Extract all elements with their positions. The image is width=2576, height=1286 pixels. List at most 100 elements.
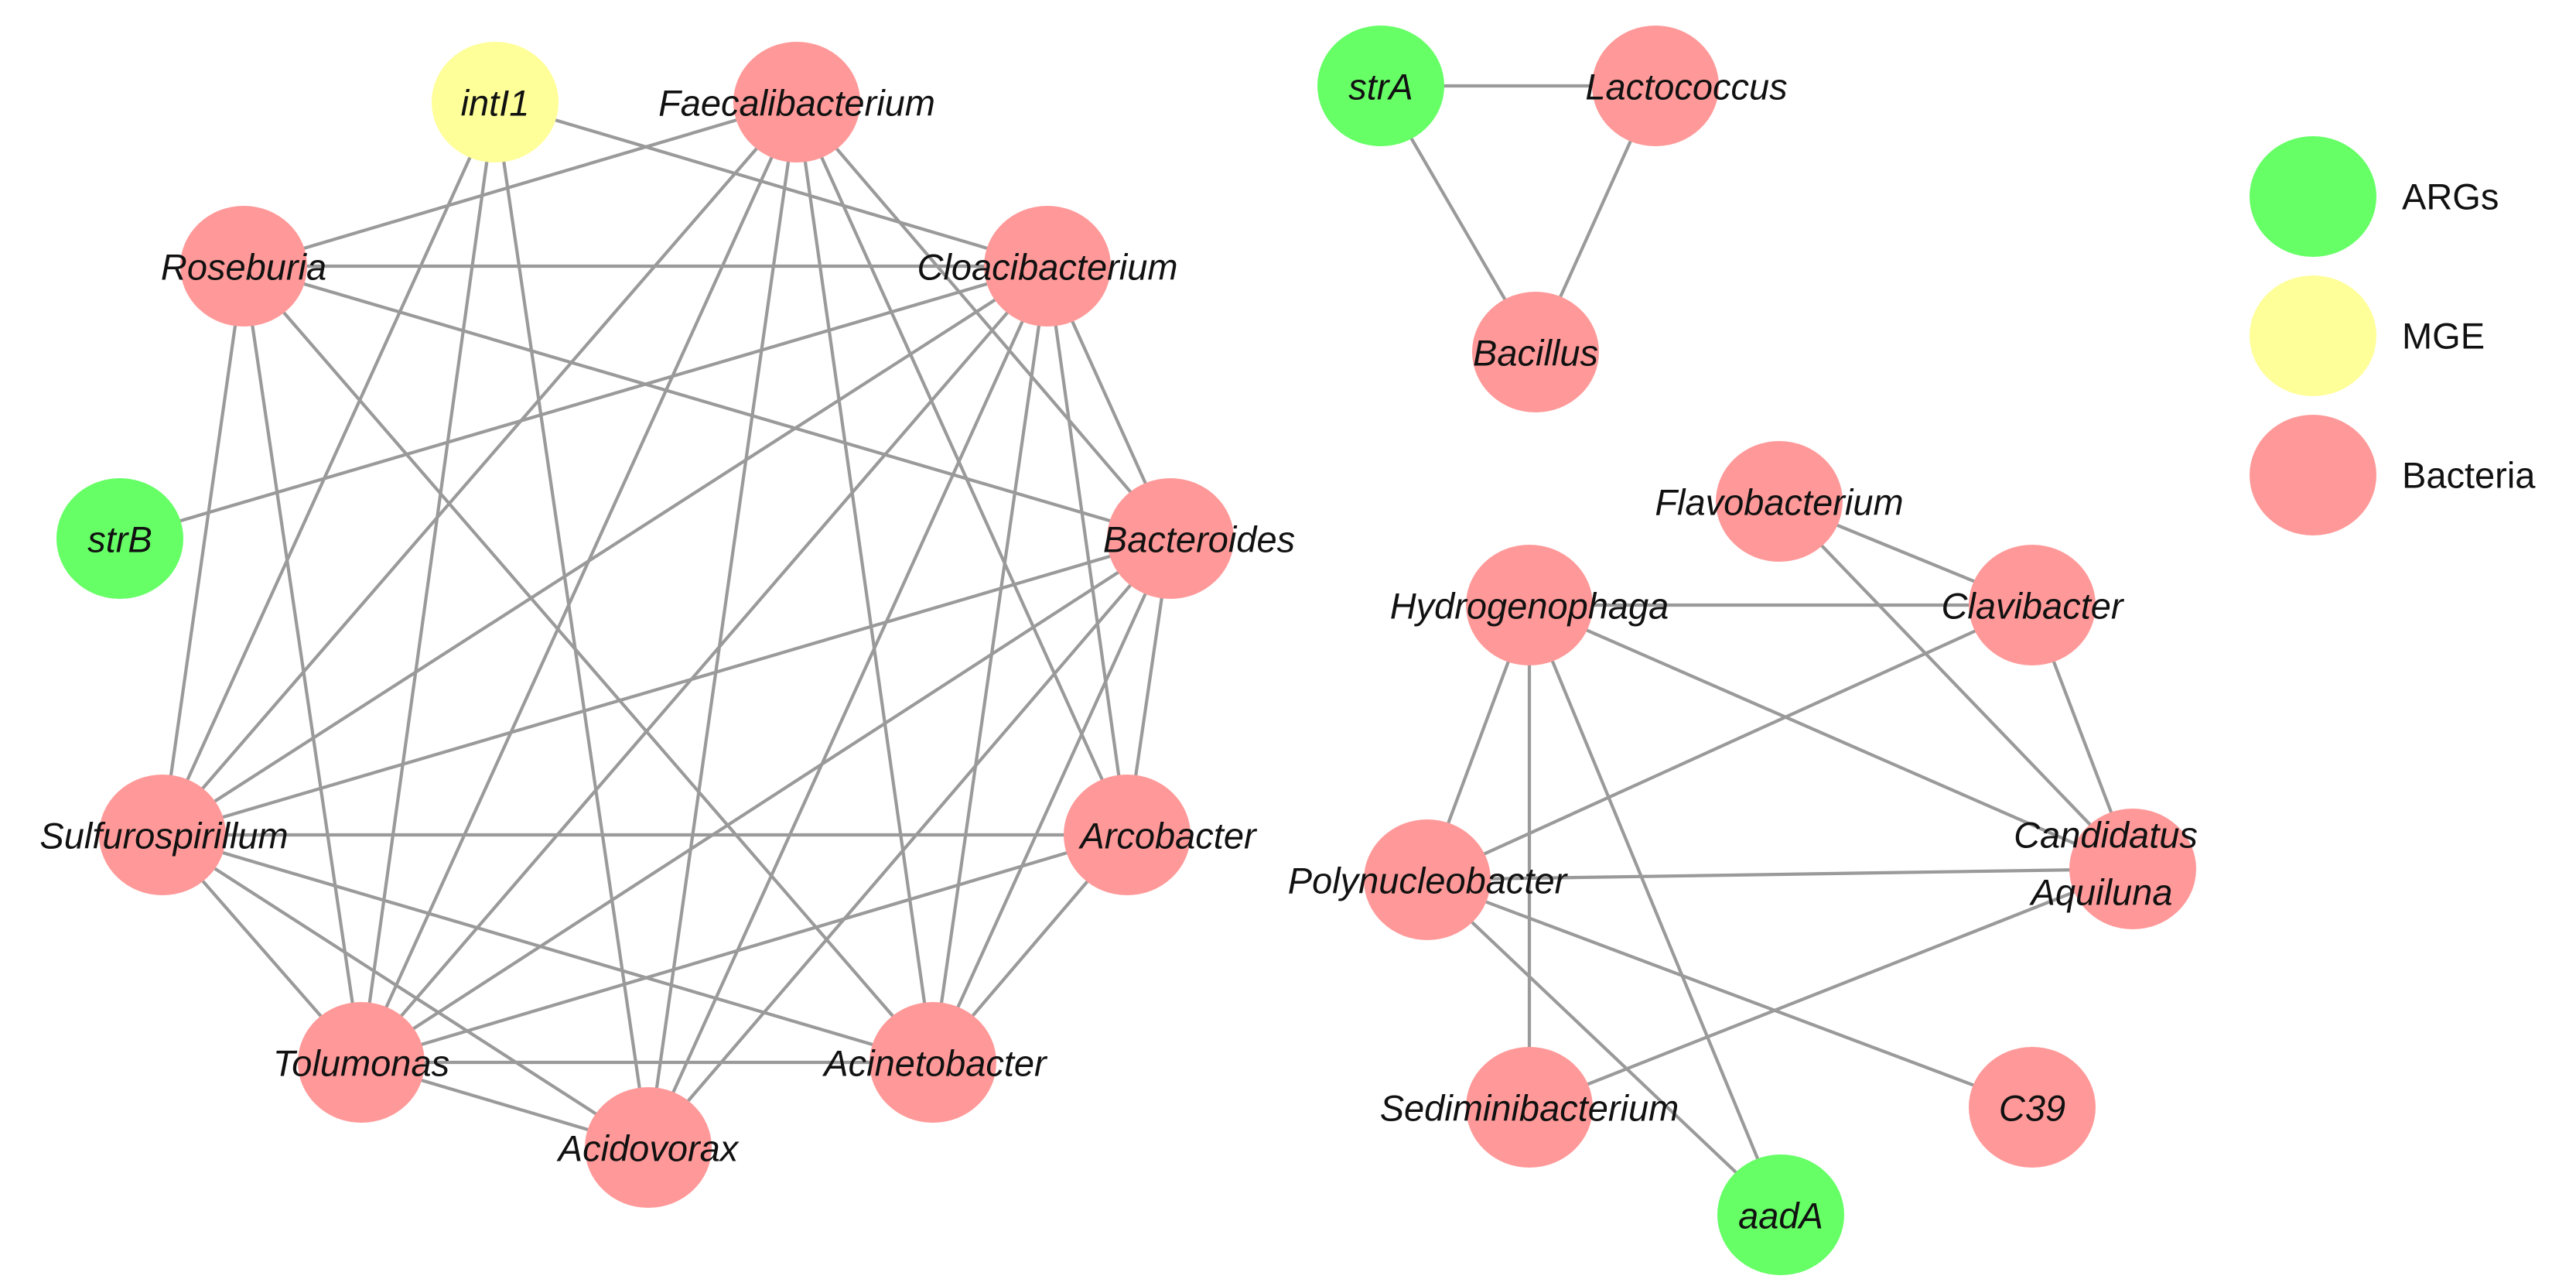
edge-polynucleobacter-c39 [1426, 878, 2033, 1109]
node-label-arcobacter: Arcobacter [1078, 815, 1258, 856]
node-flavobacterium [1716, 441, 1843, 562]
node-label-acidovorax: Acidovorax [556, 1127, 740, 1168]
legend-swatch-bacteria [2250, 415, 2376, 535]
node-clavibacter [1969, 545, 2096, 665]
edge-cloacibacterium-tolumonas [360, 265, 1049, 1064]
node-hydrogenophaga [1466, 545, 1593, 665]
node-label-tolumonas: Tolumonas [273, 1042, 449, 1083]
edge-cloacibacterium-arcobacter [1045, 265, 1129, 836]
node-label-sediminibacterium: Sediminibacterium [1380, 1087, 1679, 1128]
edge-polynucleobacter-candidatus [1426, 867, 2134, 882]
node-label-candidatus-1: Candidatus [2014, 814, 2198, 855]
node-c39 [1969, 1047, 2096, 1168]
node-acidovorax [585, 1087, 712, 1208]
node-label-faecalibacterium: Faecalibacterium [658, 82, 935, 123]
edge-sulfurospirillum-acinetobacter [162, 833, 934, 1065]
node-circle-faecalibacterium [733, 42, 860, 162]
node-label-roseburia: Roseburia [161, 246, 326, 287]
edge-cloacibacterium-sulfurospirillum [161, 265, 1049, 836]
edge-bacteroides-acinetobacter [931, 538, 1172, 1063]
node-circle-hydrogenophaga [1466, 545, 1593, 665]
node-sulfurospirillum [99, 775, 226, 895]
node-polynucleobacter [1364, 819, 1491, 940]
node-strA [1317, 26, 1444, 146]
node-circle-bacillus [1472, 292, 1599, 412]
edge-intI1-sulfurospirillum [161, 101, 497, 836]
node-label-polynucleobacter: Polynucleobacter [1288, 860, 1569, 901]
node-strB [56, 478, 183, 599]
node-circle-strA [1317, 26, 1444, 146]
node-label-bacillus: Bacillus [1473, 332, 1598, 373]
legend-label-bacteria: Bacteria [2402, 454, 2536, 495]
node-label-sulfurospirillum: Sulfurospirillum [39, 815, 288, 856]
node-circle-sulfurospirillum [99, 775, 226, 895]
node-faecalibacterium [733, 42, 860, 162]
node-circle-acinetobacter [869, 1002, 996, 1123]
node-label-lactococcus: Lactococcus [1585, 66, 1787, 107]
edge-cloacibacterium-strB [119, 264, 1048, 541]
node-sediminibacterium [1466, 1047, 1593, 1168]
node-circle-bacteroides [1107, 478, 1234, 599]
node-bacillus [1472, 292, 1599, 412]
edge-roseburia-acinetobacter [242, 265, 934, 1064]
edge-bacteroides-acidovorax [647, 537, 1172, 1149]
legend-label-arg: ARGs [2402, 176, 2499, 217]
legend-swatch-arg [2250, 136, 2376, 257]
edge-arcobacter-tolumonas [360, 833, 1128, 1065]
node-candidatus [2069, 809, 2196, 929]
node-cloacibacterium [984, 206, 1111, 327]
edge-cloacibacterium-acinetobacter [931, 265, 1050, 1063]
node-lactococcus [1592, 26, 1719, 146]
edge-hydrogenophaga-aadA [1528, 604, 1782, 1216]
edge-faecalibacterium-arcobacter [795, 101, 1129, 836]
edge-bacteroides-sulfurospirillum [162, 536, 1171, 837]
node-circle-intI1 [432, 42, 559, 162]
node-circle-arcobacter [1064, 775, 1191, 895]
edge-intI1-cloacibacterium [494, 100, 1048, 268]
node-bacteroides [1107, 478, 1234, 599]
node-circle-cloacibacterium [984, 206, 1111, 327]
edge-clavibacter-polynucleobacter [1426, 604, 2033, 881]
edge-faecalibacterium-acidovorax [646, 101, 799, 1148]
node-label-bacteroides: Bacteroides [1103, 518, 1295, 559]
legend-swatch-mge [2250, 275, 2376, 396]
edge-sulfurospirillum-acidovorax [161, 833, 650, 1149]
node-label-hydrogenophaga: Hydrogenophaga [1390, 585, 1669, 626]
node-label-cloacibacterium: Cloacibacterium [917, 246, 1178, 287]
node-intI1 [432, 42, 559, 162]
node-circle-polynucleobacter [1364, 819, 1491, 940]
edge-cloacibacterium-acidovorax [647, 265, 1049, 1148]
edge-roseburia-sulfurospirillum [160, 265, 246, 836]
node-label-flavobacterium: Flavobacterium [1655, 481, 1903, 522]
node-label-intI1: intI1 [461, 82, 530, 123]
node-aadA [1717, 1154, 1844, 1275]
legend-label-mge: MGE [2402, 315, 2485, 356]
edge-faecalibacterium-roseburia [243, 100, 798, 268]
edge-faecalibacterium-tolumonas [360, 101, 798, 1063]
edge-intI1-tolumonas [359, 101, 497, 1063]
node-tolumonas [298, 1002, 425, 1123]
edge-flavobacterium-candidatus [1778, 500, 2134, 870]
node-circle-aadA [1717, 1154, 1844, 1275]
node-circle-strB [56, 478, 183, 599]
edge-hydrogenophaga-candidatus [1529, 604, 2134, 870]
node-label-aadA: aadA [1738, 1195, 1823, 1236]
node-acinetobacter [869, 1002, 996, 1123]
edge-faecalibacterium-bacteroides [795, 101, 1172, 540]
edge-intI1-acidovorax [493, 101, 651, 1148]
node-arcobacter [1064, 775, 1191, 895]
node-circle-tolumonas [298, 1002, 425, 1123]
edge-faecalibacterium-sulfurospirillum [161, 101, 798, 836]
node-label-acinetobacter: Acinetobacter [822, 1042, 1048, 1083]
edge-polynucleobacter-aadA [1426, 878, 1782, 1216]
node-circle-sediminibacterium [1466, 1047, 1593, 1168]
node-circle-roseburia [180, 206, 307, 327]
node-label-strB: strB [87, 518, 152, 559]
edge-roseburia-tolumonas [241, 265, 364, 1063]
node-label-candidatus-2: Aquiluna [2029, 871, 2173, 912]
edge-faecalibacterium-acinetobacter [794, 101, 935, 1063]
edge-sediminibacterium-candidatus [1529, 867, 2134, 1109]
node-label-strA: strA [1348, 66, 1413, 107]
